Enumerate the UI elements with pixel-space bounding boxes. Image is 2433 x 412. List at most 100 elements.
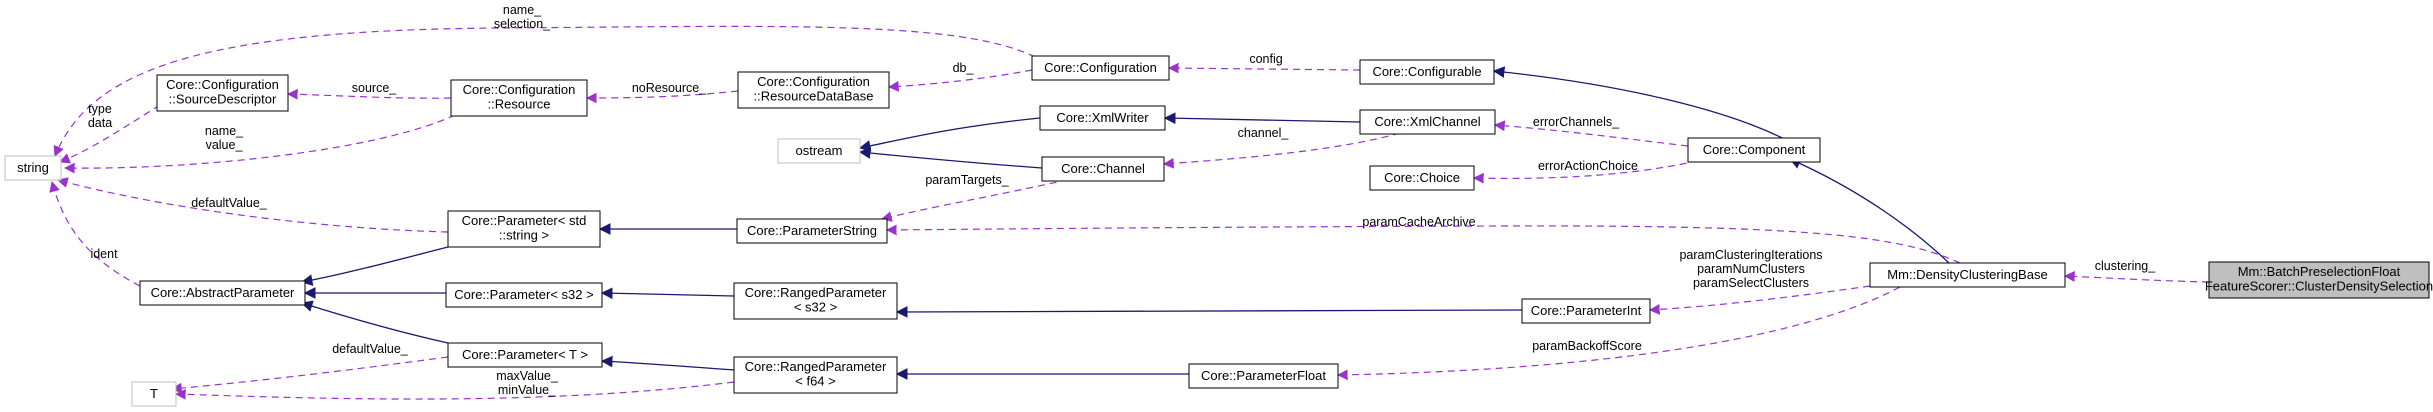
text-line: ::string > — [499, 228, 549, 243]
label-error-channels: errorChannels_ — [1533, 115, 1620, 129]
edge-rangedf64-paramt — [600, 355, 735, 371]
node-parameter-float[interactable]: Core::ParameterFloat — [1188, 363, 1339, 389]
text-line: Core::Configuration — [1044, 60, 1157, 75]
edge-configuration-resourcedatabase — [887, 69, 1033, 92]
node-configuration-label: Core::Configuration — [1044, 60, 1157, 75]
node-configuration[interactable]: Core::Configuration — [1031, 55, 1170, 81]
node-source-descriptor[interactable]: Core::Configuration::SourceDescriptor — [156, 74, 289, 112]
text-line: Core::AbstractParameter — [151, 285, 295, 300]
edge-paramt-t — [170, 356, 449, 394]
text-line: ::ResourceDataBase — [754, 89, 874, 104]
node-choice[interactable]: Core::Choice — [1369, 165, 1475, 191]
text-line: FeatureScorer::ClusterDensitySelection — [2205, 279, 2433, 294]
node-ranged-s32[interactable]: Core::RangedParameter< s32 > — [733, 282, 898, 320]
edge-resource-string — [63, 114, 456, 174]
node-xml-writer-label: Core::XmlWriter — [1056, 110, 1149, 125]
node-param-t[interactable]: Core::Parameter< T > — [447, 342, 603, 368]
text-line: Mm::BatchPreselectionFloat — [2238, 264, 2401, 279]
edge-densitybase-component — [1788, 157, 1951, 265]
label-source: source_ — [352, 81, 398, 95]
inheritance-edges — [300, 66, 1951, 380]
edge-xmlchannel-channel — [1162, 132, 1401, 169]
usage-edges — [49, 25, 2210, 400]
node-t[interactable]: T — [131, 381, 177, 407]
edge-xmlwriter-ostream — [858, 117, 1041, 152]
node-param-s32-label: Core::Parameter< s32 > — [454, 287, 593, 302]
text-line: maxValue_ — [496, 369, 559, 383]
text-line: paramSelectClusters — [1693, 276, 1809, 290]
node-param-std-string[interactable]: Core::Parameter< std::string > — [447, 210, 601, 248]
text-line: paramTargets_ — [925, 173, 1009, 187]
node-channel[interactable]: Core::Channel — [1041, 156, 1165, 182]
label-channel: channel_ — [1238, 126, 1290, 140]
node-source-descriptor-label: Core::Configuration::SourceDescriptor — [166, 77, 279, 107]
node-component-label: Core::Component — [1703, 142, 1806, 157]
node-xml-channel[interactable]: Core::XmlChannel — [1359, 109, 1496, 135]
node-choice-label: Core::Choice — [1384, 170, 1460, 185]
edge-channel-parameterstring — [880, 176, 1081, 222]
node-abstract-parameter[interactable]: Core::AbstractParameter — [139, 280, 306, 306]
text-line: Core::Channel — [1061, 161, 1145, 176]
label-ident: ident — [90, 247, 118, 261]
node-parameter-int[interactable]: Core::ParameterInt — [1521, 298, 1651, 324]
node-resource-database-label: Core::Configuration::ResourceDataBase — [754, 74, 874, 104]
node-parameter-string[interactable]: Core::ParameterString — [736, 218, 888, 244]
text-line: < f64 > — [795, 374, 835, 389]
edge-densitybase-parameterint — [1648, 285, 1871, 315]
text-line: ostream — [796, 143, 843, 158]
text-line: Core::Configuration — [166, 77, 279, 92]
label-name-selection: name_selection_ — [494, 3, 551, 31]
node-configurable[interactable]: Core::Configurable — [1359, 59, 1495, 85]
node-param-s32[interactable]: Core::Parameter< s32 > — [445, 282, 603, 308]
edge-resourcedatabase-resource — [585, 90, 739, 104]
text-line: noResource_ — [632, 81, 707, 95]
class-nodes: string T ostream Core::Configuration::So… — [4, 55, 2433, 407]
text-line: errorActionChoice — [1538, 159, 1638, 173]
node-config-resource[interactable]: Core::Configuration::Resource — [450, 79, 588, 117]
text-line: type — [88, 102, 112, 116]
text-line: config — [1249, 52, 1282, 66]
edge-abstractparam-string — [49, 180, 141, 287]
text-line: Mm::DensityClusteringBase — [1887, 267, 2047, 282]
node-t-label: T — [150, 386, 158, 401]
text-line: Core::ParameterFloat — [1201, 368, 1326, 383]
text-line: ident — [90, 247, 118, 261]
node-abstract-parameter-label: Core::AbstractParameter — [151, 285, 295, 300]
text-line: Core::Choice — [1384, 170, 1460, 185]
node-component[interactable]: Core::Component — [1687, 137, 1821, 163]
text-line: Core::Component — [1703, 142, 1806, 157]
label-clustering: clustering_ — [2095, 259, 2156, 273]
edge-configuration-string — [53, 25, 1036, 157]
label-db: db_ — [953, 61, 975, 75]
node-xml-writer[interactable]: Core::XmlWriter — [1039, 105, 1166, 131]
edge-component-configurable — [1492, 66, 1791, 143]
node-string-label: string — [17, 160, 49, 175]
text-line: < s32 > — [794, 300, 837, 315]
text-line: Core::Configuration — [757, 74, 870, 89]
node-ostream-label: ostream — [796, 143, 843, 158]
label-name-value: name_value_ — [205, 124, 244, 152]
text-line: paramClusteringIterations — [1679, 248, 1822, 262]
node-ranged-s32-label: Core::RangedParameter< s32 > — [745, 285, 887, 315]
node-string[interactable]: string — [4, 155, 62, 181]
edge-parameterint-rangeds32 — [895, 306, 1523, 318]
node-ostream[interactable]: ostream — [777, 138, 861, 164]
label-default-value: defaultValue_ — [191, 196, 268, 210]
edge-channel-ostream — [858, 147, 1043, 169]
node-ranged-f64[interactable]: Core::RangedParameter< f64 > — [733, 356, 898, 394]
label-max-min-value: maxValue_minValue_ — [496, 369, 559, 397]
node-parameter-int-label: Core::ParameterInt — [1531, 303, 1642, 318]
label-config: config — [1249, 52, 1282, 66]
edge-component-xmlchannel — [1493, 120, 1689, 147]
text-line: ::Resource — [488, 97, 551, 112]
node-density-base[interactable]: Mm::DensityClusteringBase — [1869, 262, 2066, 288]
edge-paramstdstring-string — [56, 177, 449, 233]
node-param-t-label: Core::Parameter< T > — [462, 347, 588, 362]
edge-rangeds32-params32 — [600, 287, 735, 300]
node-resource-database[interactable]: Core::Configuration::ResourceDataBase — [737, 71, 890, 109]
text-line: Core::RangedParameter — [745, 359, 887, 374]
